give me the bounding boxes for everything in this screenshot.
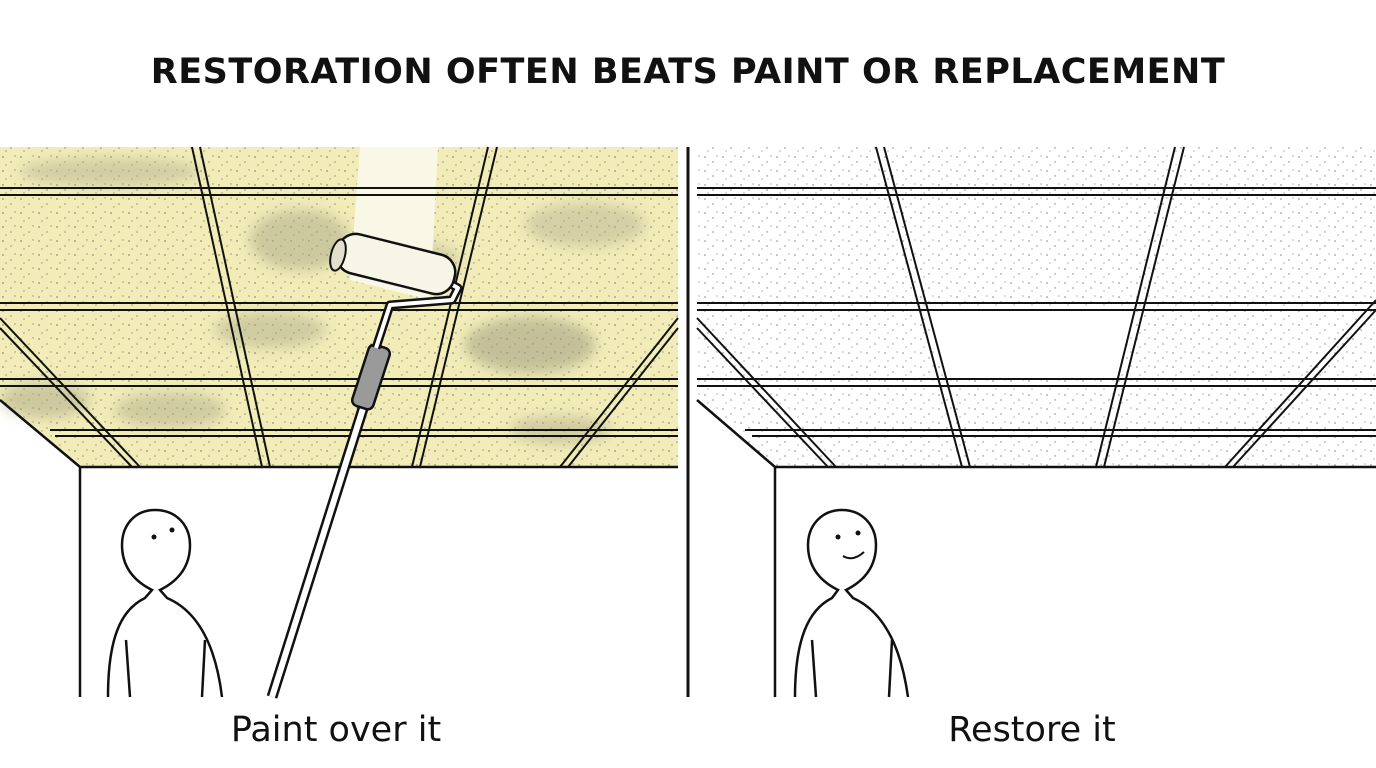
ceiling-grid-right <box>696 146 1376 468</box>
water-stains <box>0 158 645 444</box>
person-worried <box>106 508 224 698</box>
caption-paint-over: Paint over it <box>230 710 442 750</box>
page-title: RESTORATION OFTEN BEATS PAINT OR REPLACE… <box>150 52 1226 92</box>
paint-roller-icon <box>266 232 463 699</box>
left-panel <box>0 146 679 699</box>
right-panel <box>696 146 1376 698</box>
person-smiling <box>793 508 910 698</box>
ceiling-grid-left <box>0 146 679 468</box>
caption-restore: Restore it <box>948 710 1116 750</box>
